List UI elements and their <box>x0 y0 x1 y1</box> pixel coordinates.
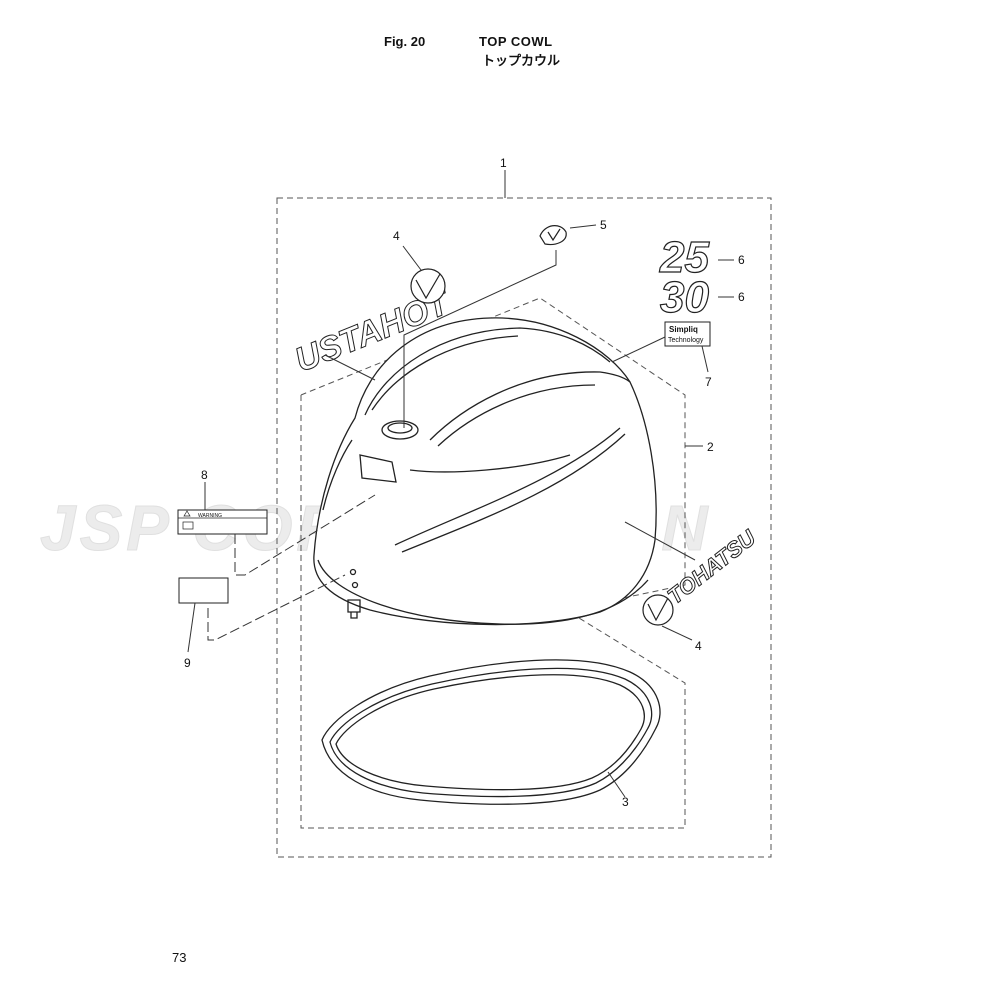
model-decal-30: 30 <box>660 273 709 322</box>
callout-5: 5 <box>600 218 607 232</box>
model-decal-25: 25 <box>659 233 709 282</box>
brand-logo-lower <box>642 594 674 626</box>
simpliq-decal: Simpliq Technology <box>664 321 711 347</box>
figure-title-japanese: トップカウル <box>482 54 561 69</box>
emblem-badge <box>539 225 567 246</box>
callout-9: 9 <box>184 656 191 670</box>
callout-6-lower: 6 <box>738 290 745 304</box>
callout-6-upper: 6 <box>738 253 745 267</box>
callout-1: 1 <box>500 156 507 170</box>
assembly-group-outline <box>276 197 772 858</box>
simpliq-decal-line1: Simpliq <box>669 325 698 334</box>
brand-logo-upper <box>410 268 446 304</box>
callout-3: 3 <box>622 795 629 809</box>
callout-7: 7 <box>705 375 712 389</box>
callout-4-lower: 4 <box>695 639 702 653</box>
figure-number: Fig. 20 <box>384 34 426 49</box>
cowl-seal <box>321 659 661 805</box>
callout-4-upper: 4 <box>393 229 400 243</box>
warning-label: WARNING <box>177 509 268 535</box>
figure-title-english: TOP COWL <box>479 34 553 49</box>
simpliq-decal-line2: Technology <box>668 337 704 344</box>
blank-label <box>178 577 229 604</box>
warning-label-text: WARNING <box>198 513 222 519</box>
page-number: 73 <box>172 950 187 965</box>
callout-8: 8 <box>201 468 208 482</box>
top-cowl-body <box>313 317 657 626</box>
callout-2: 2 <box>707 440 714 454</box>
